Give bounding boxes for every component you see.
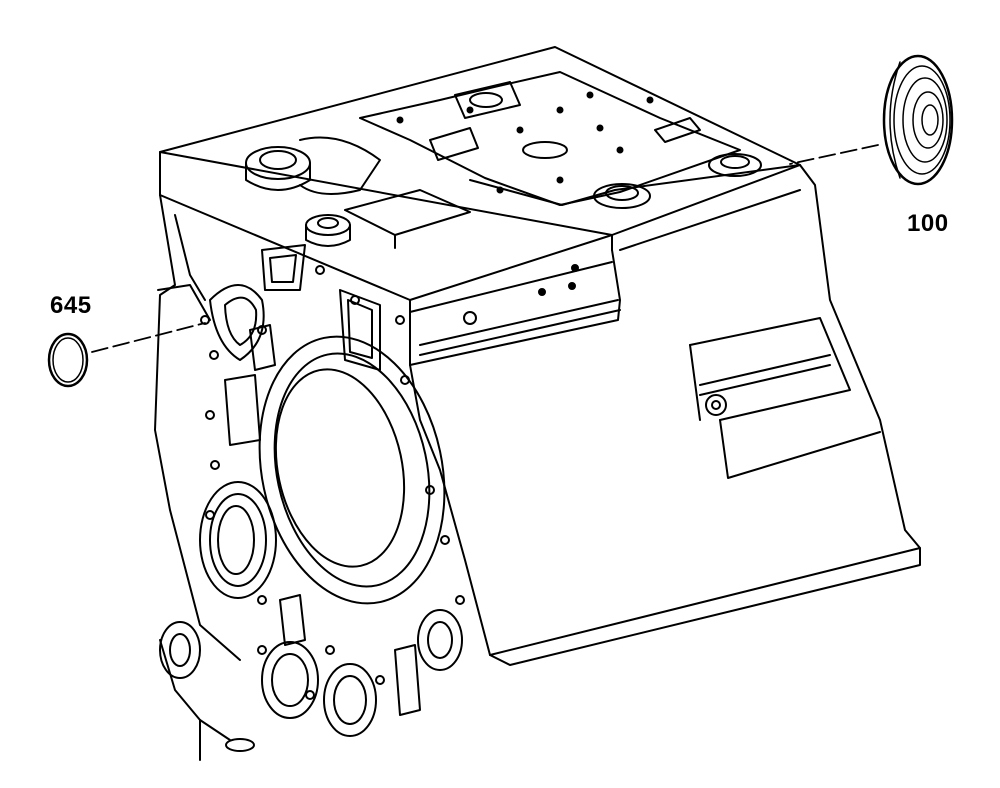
housing-side-wall bbox=[410, 165, 920, 665]
part-100-cover-disc bbox=[790, 56, 952, 184]
housing-front-face bbox=[155, 195, 490, 760]
main-bore bbox=[236, 319, 468, 621]
callout-label-645: 645 bbox=[50, 292, 92, 319]
lower-bore bbox=[200, 482, 276, 598]
leader-line-645 bbox=[92, 323, 205, 352]
callout-label-100: 100 bbox=[907, 210, 949, 237]
leader-line-100 bbox=[790, 145, 878, 164]
part-645-o-ring bbox=[49, 323, 205, 386]
housing-top-plate bbox=[160, 47, 800, 300]
